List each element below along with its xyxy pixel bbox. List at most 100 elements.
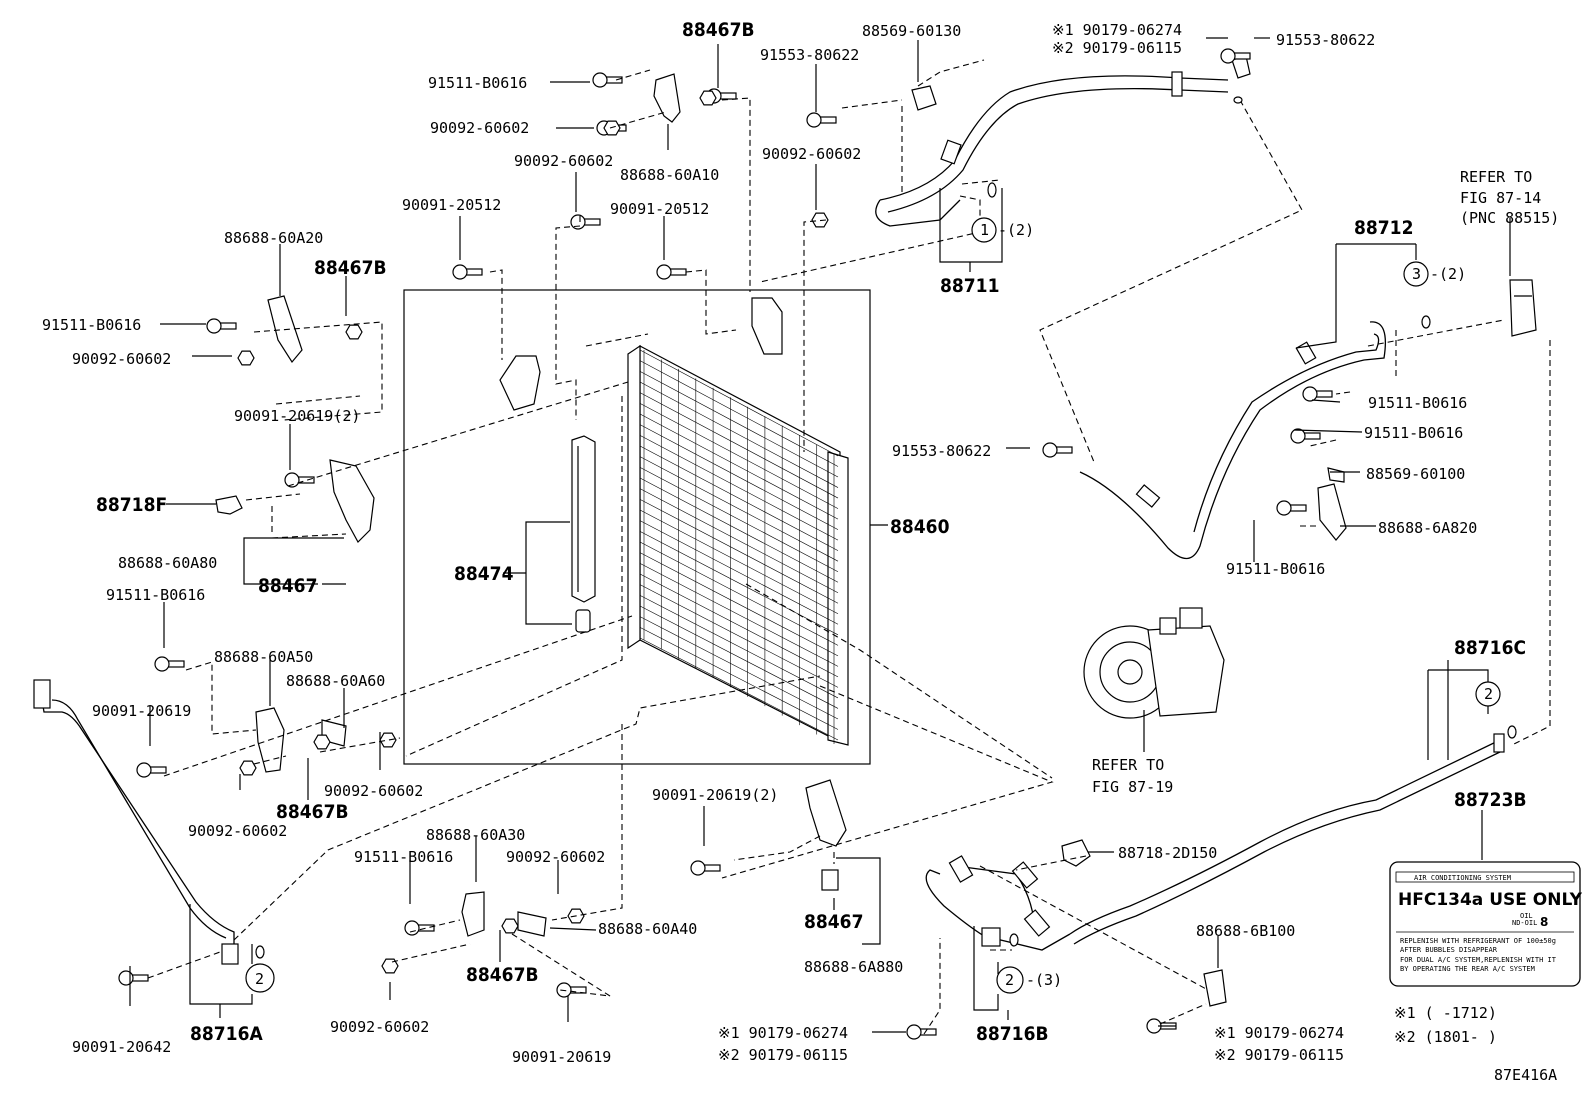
- discharge-hose-88711: [875, 71, 1229, 227]
- label-88718-2D150: 88718-2D150: [1118, 844, 1217, 862]
- label-88716B: 88716B: [976, 1023, 1049, 1045]
- condenser-fin-row: [639, 392, 839, 499]
- nut: [345, 324, 363, 340]
- condenser-fin-row: [639, 595, 839, 699]
- circle-ref-88716A-number: 2: [255, 970, 264, 988]
- bolt: [118, 970, 149, 986]
- circle-ref-88711-number: 1: [980, 221, 989, 239]
- label-88467B-left: 88467B: [314, 257, 387, 279]
- label-91553-80622-a: 91553-80622: [760, 46, 859, 64]
- label-90179-06115-c: ※2 90179-06115: [1214, 1046, 1344, 1064]
- label-90091-20512-b: 90091-20512: [610, 200, 709, 218]
- bolt: [690, 860, 721, 876]
- label-88688-60A20: 88688-60A20: [224, 229, 323, 247]
- sticker-header: AIR CONDITIONING SYSTEM: [1414, 874, 1511, 882]
- label-90091-20619-b: 90091-20619: [512, 1048, 611, 1066]
- condenser-fin-row: [639, 605, 839, 709]
- label-90091-20619-2-b: 90091-20619(2): [652, 786, 778, 804]
- bolt: [1302, 386, 1333, 402]
- label-90092-60602-e: 90092-60602: [324, 782, 423, 800]
- circle-ref-88716C: 2: [1475, 681, 1501, 707]
- label-88467B-bottom: 88467B: [466, 964, 539, 986]
- label-88569-60130: 88569-60130: [862, 22, 961, 40]
- label-88716A: 88716A: [190, 1023, 263, 1045]
- sensor-88718F: [215, 495, 243, 515]
- bolt: [452, 264, 483, 280]
- bolt: [656, 264, 687, 280]
- label-90091-20642: 90091-20642: [72, 1038, 171, 1056]
- caution-sticker-88723B: AIR CONDITIONING SYSTEM HFC134a USE ONLY…: [1389, 861, 1583, 987]
- nut: [381, 958, 399, 974]
- bolt: [806, 112, 837, 128]
- bracket-6A880: [805, 779, 847, 891]
- label-90091-20512-a: 90091-20512: [402, 196, 501, 214]
- circle-ref-88716B: 2 -(3): [996, 966, 1062, 994]
- bolt: [206, 318, 237, 334]
- liquid-pipe-88716B: [925, 855, 1071, 951]
- circle-ref-88716C-number: 2: [1484, 685, 1493, 703]
- label-88688-6B100: 88688-6B100: [1196, 922, 1295, 940]
- label-88688-60A40: 88688-60A40: [598, 920, 697, 938]
- circle-ref-88712-qty: -(2): [1430, 265, 1466, 283]
- label-88688-60A60: 88688-60A60: [286, 672, 385, 690]
- label-90091-20619-2-a: 90091-20619(2): [234, 407, 360, 425]
- bracket-6A820: [1317, 483, 1347, 541]
- sticker-oil-type: ND-OIL: [1512, 919, 1537, 927]
- circle-ref-88716B-qty: -(3): [1026, 971, 1062, 989]
- condenser-fin-row: [639, 520, 839, 625]
- condenser-fin-row: [639, 531, 839, 636]
- label-90092-60602-g: 90092-60602: [506, 848, 605, 866]
- condenser-fin-row: [639, 573, 839, 678]
- bolt: [1276, 500, 1307, 516]
- condenser-fin-row: [639, 584, 839, 688]
- condenser-fin-row: [639, 467, 839, 572]
- condenser-fin-row: [639, 616, 839, 720]
- bolt: [570, 214, 601, 230]
- nut: [313, 734, 331, 750]
- sticker-line2: AFTER BUBBLES DISAPPEAR: [1400, 946, 1498, 954]
- sticker-oil-label: OIL: [1520, 912, 1533, 920]
- label-90092-60602-a: 90092-60602: [430, 119, 529, 137]
- bracket-top-mid: [499, 355, 541, 411]
- label-88467B-top: 88467B: [682, 19, 755, 41]
- label-90092-60602-b: 90092-60602: [514, 152, 613, 170]
- receiver-dryer: [571, 435, 596, 633]
- condenser-fin-row: [639, 371, 839, 478]
- bracket-60A10: [653, 73, 681, 123]
- circle-ref-88711: 1 -(2): [971, 217, 1034, 243]
- sensor-88718-2D150: [1061, 839, 1091, 867]
- footnote-1: ※1 ( -1712): [1394, 1004, 1497, 1022]
- condenser-fin-row: [639, 499, 839, 604]
- condenser-fin-row: [639, 413, 839, 520]
- label-91511-B0616-g: 91511-B0616: [354, 848, 453, 866]
- pressure-switch-88515: [1509, 279, 1537, 337]
- sticker-line1: REPLENISH WITH REFRIGERANT OF 100±50g: [1400, 937, 1556, 945]
- condenser-fin-row: [639, 552, 839, 657]
- label-88688-60A80: 88688-60A80: [118, 554, 217, 572]
- nut: [237, 350, 255, 366]
- label-90092-60602-c: 90092-60602: [762, 145, 861, 163]
- bracket-top-right: [751, 297, 783, 355]
- condenser-fin-row: [639, 360, 839, 467]
- bracket-6B100: [1203, 969, 1227, 1007]
- circle-ref-88712: 3 -(2): [1403, 261, 1466, 287]
- bracket-60A30: [461, 891, 485, 937]
- nut: [501, 918, 519, 934]
- condenser-fin-row: [639, 637, 839, 741]
- bolt: [592, 72, 623, 88]
- nut: [699, 90, 717, 106]
- dashed-assembly-lines: [147, 59, 1551, 1035]
- label-88474: 88474: [454, 563, 514, 585]
- leader-lines: [129, 37, 1511, 1033]
- label-88723B: 88723B: [1454, 789, 1527, 811]
- condenser-fin-row: [639, 456, 839, 562]
- bolt: [1220, 48, 1251, 64]
- nut: [379, 732, 397, 748]
- bolt: [284, 472, 315, 488]
- bolt: [154, 656, 185, 672]
- bracket-60A40: [517, 911, 547, 937]
- condenser-fin-row: [639, 349, 839, 457]
- label-refer-87-14-line3: (PNC 88515): [1460, 209, 1559, 227]
- nut: [239, 760, 257, 776]
- label-88569-60100: 88569-60100: [1366, 465, 1465, 483]
